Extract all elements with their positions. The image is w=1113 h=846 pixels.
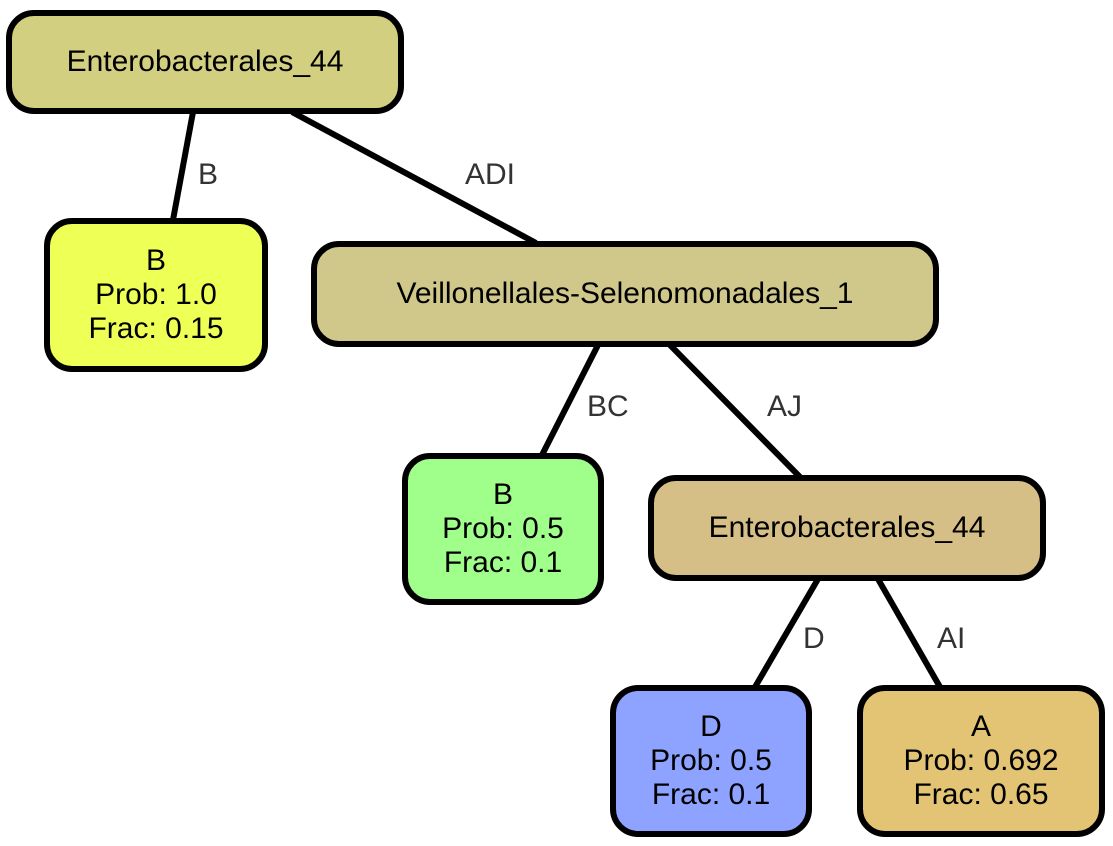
edge-label-adi: ADI <box>465 158 516 191</box>
leaf-class: B <box>145 244 166 277</box>
node-veillonellales-selenomonadales: Veillonellales-Selenomonadales_1 <box>311 241 939 347</box>
edge-veillonellales-to-b2 <box>539 343 601 457</box>
node-title: Enterobacterales_44 <box>66 45 344 78</box>
leaf-class: A <box>970 710 991 743</box>
edge-label-ai: AI <box>937 622 966 655</box>
leaf-node-b-1: B Prob: 1.0 Frac: 0.15 <box>44 218 268 372</box>
edge-label-d: D <box>803 622 825 655</box>
edge-enterobacterales-to-d <box>752 577 821 689</box>
edge-veillonellales-to-enterobacterales <box>667 342 803 480</box>
edge-label-bc: BC <box>587 390 629 423</box>
leaf-node-d: D Prob: 0.5 Frac: 0.1 <box>610 685 812 837</box>
edge-root-to-veillonellales <box>290 109 538 246</box>
node-root-enterobacterales: Enterobacterales_44 <box>6 10 404 114</box>
node-title: Veillonellales-Selenomonadales_1 <box>396 277 854 310</box>
leaf-prob: Prob: 0.692 <box>903 744 1059 777</box>
node-enterobacterales-2: Enterobacterales_44 <box>648 475 1046 581</box>
edge-label-b: B <box>198 158 219 191</box>
node-title: Enterobacterales_44 <box>708 511 986 544</box>
edge-label-aj: AJ <box>767 390 803 423</box>
leaf-prob: Prob: 0.5 <box>650 744 772 777</box>
leaf-node-a: A Prob: 0.692 Frac: 0.65 <box>857 685 1105 837</box>
leaf-frac: Frac: 0.15 <box>88 312 224 345</box>
leaf-prob: Prob: 0.5 <box>442 512 564 545</box>
edge-root-to-b1 <box>170 111 196 221</box>
leaf-class: B <box>492 478 513 511</box>
leaf-class: D <box>700 710 722 743</box>
leaf-node-b-2: B Prob: 0.5 Frac: 0.1 <box>402 453 604 605</box>
leaf-frac: Frac: 0.1 <box>443 546 563 579</box>
leaf-frac: Frac: 0.1 <box>651 778 771 811</box>
leaf-frac: Frac: 0.65 <box>913 778 1049 811</box>
edge-enterobacterales-to-a <box>875 577 943 689</box>
leaf-prob: Prob: 1.0 <box>95 278 217 311</box>
